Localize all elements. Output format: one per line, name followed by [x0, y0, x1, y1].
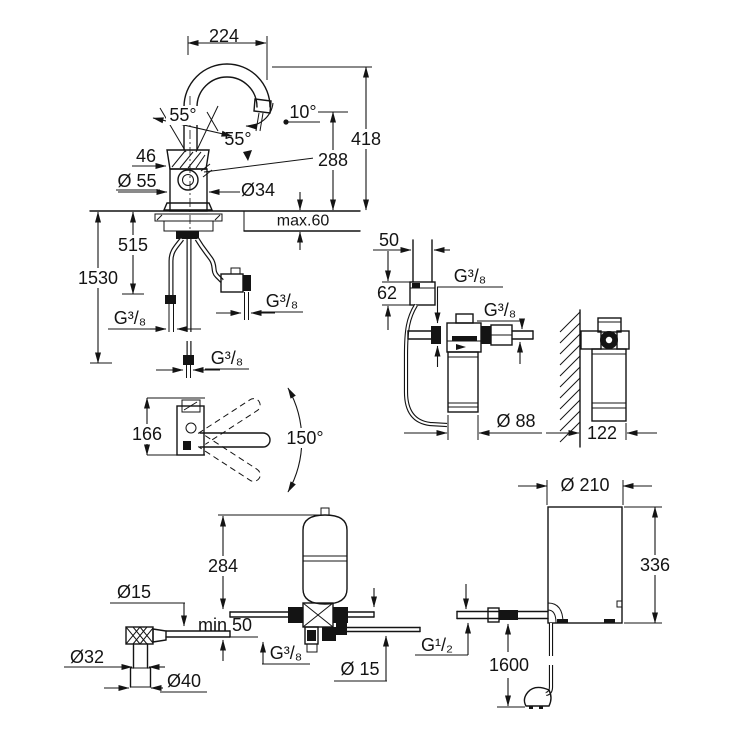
dimension-text-backgrounds	[76, 106, 675, 675]
boiler-body	[547, 506, 623, 624]
faucet-top-view-drawing	[144, 387, 303, 493]
dim-drain-outer: Ø40	[167, 671, 201, 691]
dim-hose-long: 1530	[78, 268, 118, 288]
label-thread-out: G³/₈	[484, 300, 516, 320]
dim-hose-short: 515	[118, 235, 148, 255]
dim-wall-distance: 122	[587, 423, 617, 443]
supply-elbow-drawing	[64, 602, 231, 693]
dim-spout-angle: 10°	[289, 102, 316, 122]
dim-body-diameter: Ø 55	[117, 171, 156, 191]
dim-drain-inner: Ø32	[70, 647, 104, 667]
filter-cartridge	[447, 351, 479, 413]
filter-head-box	[409, 281, 436, 306]
base-escutcheon	[162, 202, 214, 211]
dim-head-width: 50	[379, 230, 399, 250]
label-thread-left: G³/₈	[114, 308, 146, 328]
dim-lever-angle: 55°	[224, 129, 251, 149]
dim-shank-diameter: Ø34	[241, 180, 275, 200]
faucet-front-dimensions	[90, 36, 372, 373]
dim-lever-width: 46	[136, 146, 156, 166]
dim-min-clearance: min 50	[198, 615, 252, 635]
expansion-tank	[302, 514, 348, 605]
dim-cable-length: 1600	[489, 655, 529, 675]
dim-projection: 224	[209, 26, 239, 46]
wall-bracket	[580, 330, 602, 350]
filter-front-view-drawing	[373, 239, 542, 440]
dim-boiler-diameter: Ø 210	[560, 475, 609, 495]
check-valve	[220, 273, 244, 293]
dim-pipe-diameter-right: Ø 15	[340, 659, 379, 679]
label-thread-right: G³/₈	[266, 291, 298, 311]
dim-boiler-height: 336	[640, 555, 670, 575]
filter-side-view-drawing	[546, 309, 657, 448]
power-plug	[523, 686, 552, 707]
dim-pipe-diameter-left: Ø15	[117, 582, 151, 602]
mounting-nut	[176, 231, 199, 239]
dim-head-height: 62	[377, 283, 397, 303]
filter-cartridge-side	[591, 348, 627, 422]
label-thread-in: G³/₈	[454, 266, 486, 286]
handle-knob	[177, 169, 199, 191]
dimension-labels: 224 55° 10° 55° 46 Ø 55 Ø34 418 288 max.…	[70, 26, 670, 691]
label-valve-thread: G³/₈	[270, 643, 302, 663]
dim-counter-thickness: max.60	[277, 213, 330, 230]
dim-depth: 166	[132, 424, 162, 444]
spout-arc	[183, 63, 271, 108]
top-view-spout	[199, 432, 271, 448]
supply-assembly-drawing	[196, 507, 421, 682]
label-thread-bottom: G³/₈	[211, 348, 243, 368]
filter-cable	[403, 303, 448, 428]
boiler-drawing	[415, 480, 662, 709]
dim-swivel-range: 150°	[286, 428, 323, 448]
dim-tank-height: 284	[208, 556, 238, 576]
dim-swivel-upper: 55°	[169, 105, 196, 125]
dim-height-total: 418	[351, 129, 381, 149]
wall-hatch	[559, 311, 581, 443]
dim-height-outlet: 288	[318, 150, 348, 170]
dim-cartridge-diameter: Ø 88	[496, 411, 535, 431]
label-outlet-thread: G¹/₂	[421, 635, 453, 655]
